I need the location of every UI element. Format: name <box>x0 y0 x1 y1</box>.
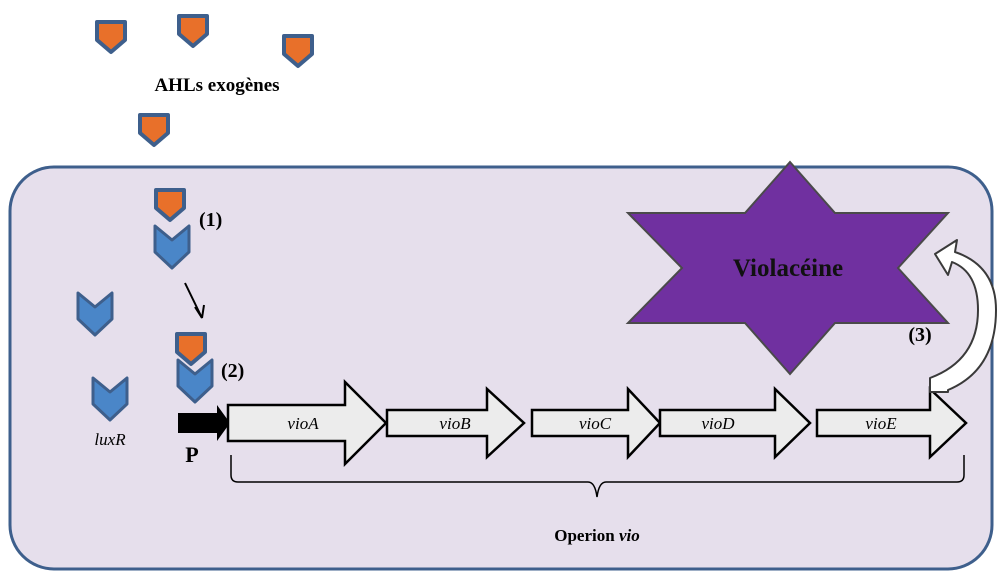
operon-label: Operion vio <box>554 526 639 545</box>
step-2-label: (2) <box>221 360 244 382</box>
gene-arrow-vioC <box>530 385 662 461</box>
ahl-label: AHLs exogènes <box>154 75 279 96</box>
gene-label-vioE: vioE <box>865 414 897 433</box>
gene-arrow-vioB <box>385 386 526 460</box>
gene-label-vioA: vioA <box>287 414 319 433</box>
operon-label-prefix: Operion <box>554 526 619 545</box>
gene-label-vioB: vioB <box>439 414 471 433</box>
vio-operon-genes: vioA vioB vioC vioD vioE <box>226 378 968 468</box>
gene-label-vioC: vioC <box>579 414 612 433</box>
luxr-label: luxR <box>94 430 126 449</box>
gene-arrow-vioA <box>226 378 388 468</box>
ahl-icon <box>138 113 170 147</box>
synthesis-curved-arrow <box>929 239 997 393</box>
operon-brace <box>230 455 965 498</box>
operon-label-gene: vio <box>619 526 640 545</box>
ahl-icon <box>177 14 209 48</box>
binding-arrow-head <box>194 304 205 319</box>
promoter-arrow <box>178 405 230 441</box>
violaceine-label: Violacéine <box>733 255 843 282</box>
ahl-icon <box>95 20 127 54</box>
gene-arrow-vioE <box>815 386 968 460</box>
gene-label-vioD: vioD <box>701 414 735 433</box>
gene-arrow-vioD <box>658 386 812 460</box>
six-point-star-icon <box>625 160 951 376</box>
step-3-label: (3) <box>908 324 931 346</box>
step-1-label: (1) <box>199 209 222 231</box>
promoter-label: P <box>185 442 198 467</box>
ahl-icon <box>282 34 314 68</box>
